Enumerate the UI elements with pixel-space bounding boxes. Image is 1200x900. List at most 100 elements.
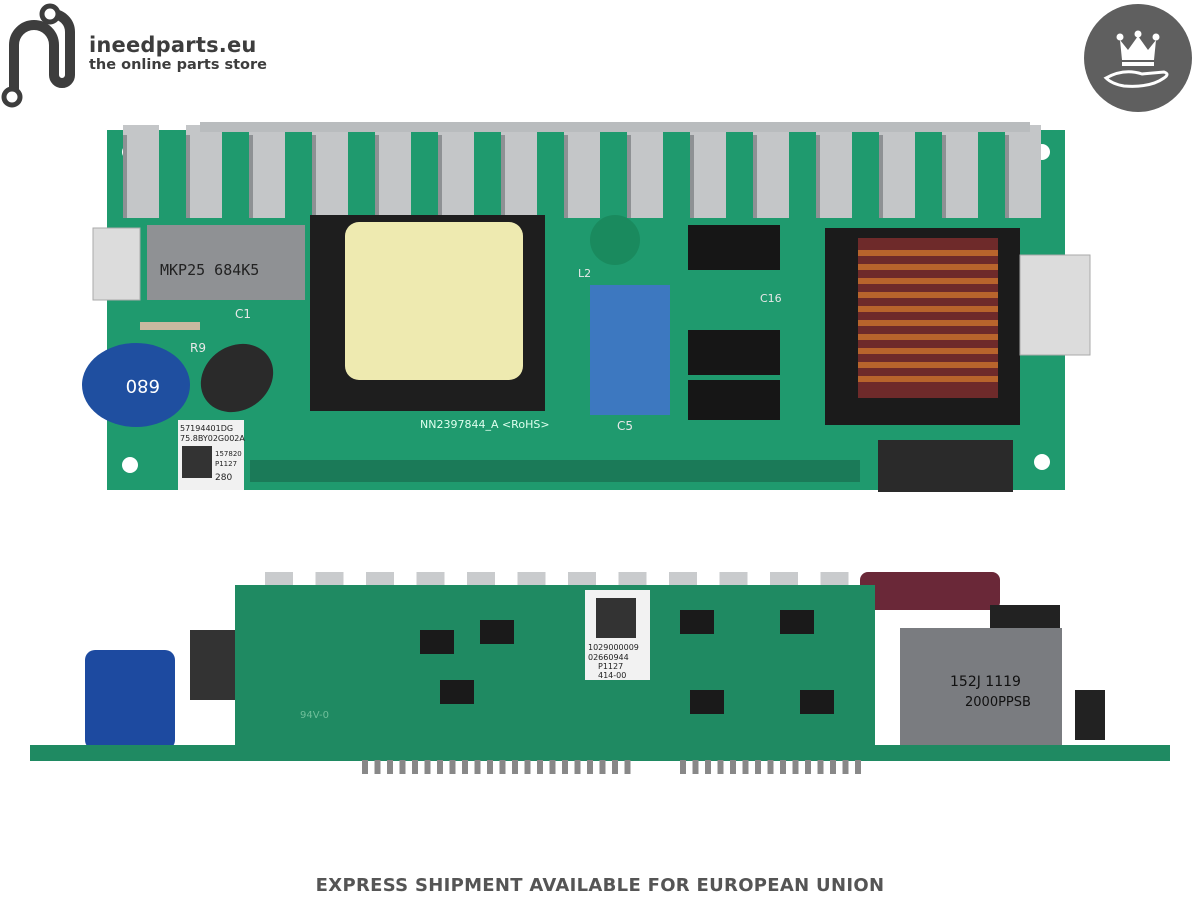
pin — [792, 760, 799, 774]
winding — [858, 292, 998, 298]
board-side-view: 1029000009 02660944 P1127 414-00 94V-0 1… — [30, 572, 1170, 774]
box-cap-marking-2: 2000PPSB — [965, 695, 1031, 710]
heatsink-fin — [753, 125, 789, 218]
winding — [858, 278, 998, 284]
winding — [858, 376, 998, 382]
label-line-5: 280 — [215, 473, 232, 483]
pin — [742, 760, 749, 774]
pin — [412, 760, 418, 774]
pin — [424, 760, 431, 774]
winding — [858, 306, 998, 312]
logo[interactable]: ineedparts.eu the online parts store — [0, 0, 300, 110]
qr-line-3: P1127 — [598, 662, 623, 671]
brand-name: ineedparts.eu — [89, 33, 257, 57]
pin — [562, 760, 568, 774]
qr-line-1: 1029000009 — [588, 643, 639, 652]
pin — [692, 760, 699, 774]
r9-label: R9 — [190, 341, 206, 355]
blue-disc-capacitor — [82, 343, 190, 427]
crown-on-hand-icon — [1084, 4, 1192, 112]
pin — [599, 760, 606, 774]
pin — [399, 760, 406, 774]
qr-line-4: 414-00 — [598, 671, 626, 680]
c1-label: C1 — [235, 307, 251, 321]
heatsink-fin — [1005, 125, 1041, 218]
transistor-1 — [688, 225, 780, 270]
pin — [612, 760, 618, 774]
daughter-board — [235, 585, 875, 747]
label-line-1: 57194401DG — [180, 424, 233, 433]
pcb-rating: 94V-0 — [300, 710, 329, 721]
heatsink-fin-side — [366, 572, 394, 588]
pin — [387, 760, 393, 774]
pin — [855, 760, 861, 774]
pin — [487, 760, 493, 774]
inductor-small — [200, 343, 274, 413]
pin — [805, 760, 811, 774]
pin — [730, 760, 736, 774]
ics — [420, 610, 834, 714]
box-cap-marking: 152J 1119 — [950, 674, 1021, 690]
pin — [624, 760, 631, 774]
heatsink-fin — [438, 125, 474, 218]
disc-cap-marking: 680 — [126, 375, 160, 396]
heatsink-fin-side — [416, 572, 445, 588]
pin — [462, 760, 468, 774]
transistor-3 — [688, 380, 780, 420]
heatsink-fin-side — [265, 572, 293, 588]
winding — [858, 348, 998, 354]
pin — [374, 760, 381, 774]
pin — [437, 760, 443, 774]
pin — [512, 760, 518, 774]
pin — [474, 760, 481, 774]
heatsink-fin-side — [517, 572, 546, 588]
qr-line-2: 02660944 — [588, 653, 629, 662]
heatsink-fins — [123, 125, 1041, 218]
heatsink-fin — [942, 125, 978, 218]
board-top-view: MKP25 684K5 C1 R9 680 57194401DG 75.8BY0… — [82, 122, 1091, 492]
heatsink-fin-side — [770, 572, 798, 588]
pin — [680, 760, 686, 774]
pin — [362, 760, 368, 774]
pin — [842, 760, 849, 774]
heatsink-fin — [690, 125, 726, 218]
label-line-2: 75.8BY02G002A — [180, 434, 245, 443]
blue-x-capacitor — [590, 285, 670, 415]
pin — [717, 760, 724, 774]
film-cap-marking: MKP25 684K5 — [160, 261, 259, 279]
pin — [449, 760, 456, 774]
pin — [574, 760, 581, 774]
heatsink-fins-side — [265, 572, 899, 588]
pins — [362, 760, 861, 774]
ic-chip — [690, 690, 724, 714]
pin — [767, 760, 774, 774]
heatsink-fin — [249, 125, 285, 218]
heatsink-fin — [627, 125, 663, 218]
pin — [755, 760, 761, 774]
label-line-3: 157820 — [215, 450, 242, 458]
heatsink-fin-side — [669, 572, 697, 588]
winding — [858, 334, 998, 340]
brand-tagline: the online parts store — [89, 57, 268, 73]
heatsink-fin-side — [618, 572, 647, 588]
ic-chip — [420, 630, 454, 654]
winding — [858, 250, 998, 256]
pin — [587, 760, 593, 774]
transformer-coil — [345, 222, 523, 380]
heatsink-fin — [375, 125, 411, 218]
main-pcb-edge — [30, 745, 1170, 761]
copper-windings — [858, 250, 998, 382]
heatsink-fin-side — [467, 572, 495, 588]
heatsink-fin — [186, 125, 222, 218]
pin — [705, 760, 711, 774]
winding — [858, 264, 998, 270]
film-capacitor — [147, 225, 305, 300]
pin — [549, 760, 556, 774]
ic-chip — [480, 620, 514, 644]
heatsink-fin-side — [820, 572, 849, 588]
pin — [830, 760, 836, 774]
c16-label: C16 — [760, 292, 782, 305]
pin — [817, 760, 824, 774]
ic-chip — [800, 690, 834, 714]
ic-chip — [440, 680, 474, 704]
